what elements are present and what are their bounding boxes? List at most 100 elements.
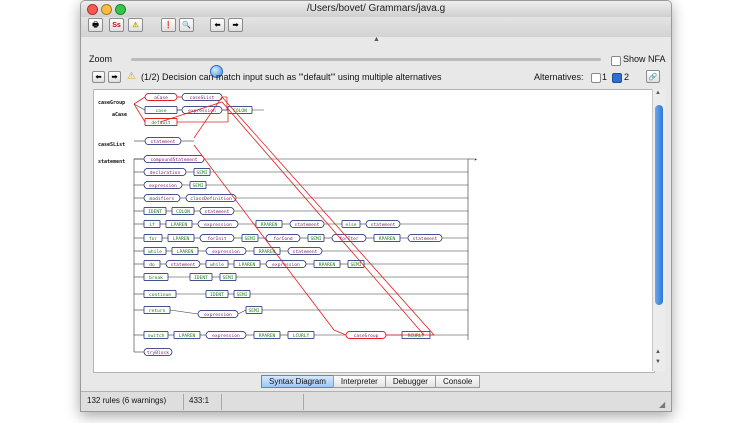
rule-label: caseSList <box>98 142 125 148</box>
find-button[interactable]: 🔍 <box>179 18 194 32</box>
rule-reference: expression <box>272 262 300 268</box>
warning-icon: ⚠ <box>132 22 139 29</box>
show-nfa-label: Show NFA <box>623 54 666 64</box>
vertical-scrollbar[interactable]: ▲ ▲ ▼ <box>652 89 665 371</box>
minimize-button[interactable] <box>101 4 112 15</box>
cursor-position: 433:1 <box>189 396 210 405</box>
show-nfa-checkbox[interactable] <box>611 56 621 66</box>
zoom-label: Zoom <box>89 54 113 64</box>
back-arrow-icon: ⬅ <box>95 74 102 81</box>
next-decision-button[interactable]: ➡ <box>108 71 121 83</box>
zoom-slider[interactable] <box>131 58 601 78</box>
token-node: do <box>149 262 155 268</box>
syntax-diagram-canvas[interactable]: caseGroup aCase caseSList statement ▸ aCase ca… <box>93 89 655 373</box>
rule-reference: expression <box>149 183 177 189</box>
info-icon: ❗ <box>164 22 173 29</box>
rule-reference: statement <box>295 222 320 228</box>
forward-icon: ➡ <box>232 22 239 29</box>
prev-decision-button[interactable]: ⬅ <box>92 71 105 83</box>
error-path <box>133 96 146 105</box>
rule-reference: forIter <box>339 236 359 242</box>
token-node: switch <box>148 333 165 339</box>
token-node: IDENT <box>194 275 208 281</box>
token-node: SEMI <box>236 292 247 298</box>
tab-interpreter[interactable]: Interpreter <box>332 375 386 388</box>
token-node: while <box>148 249 162 255</box>
connector-line <box>133 103 146 111</box>
rule-reference: modifiers <box>150 196 175 202</box>
token-node: SEMI <box>192 183 203 189</box>
tab-syntax-diagram[interactable]: Syntax Diagram <box>261 375 334 388</box>
token-node: return <box>149 308 166 314</box>
print-button[interactable]: 🖶 <box>88 18 103 32</box>
back-button[interactable]: ⬅ <box>210 18 225 32</box>
rule-reference: forInit <box>207 236 227 242</box>
scroll-up-icon[interactable]: ▲ <box>655 349 661 355</box>
rule-reference: statement <box>371 222 396 228</box>
scrollbar-thumb[interactable] <box>655 105 663 305</box>
token-node: if <box>149 222 155 228</box>
rule-reference: forCond <box>273 236 293 242</box>
token-node: SEMI <box>350 262 361 268</box>
link-icon: 🔗 <box>648 74 658 81</box>
rule-label: caseGroup <box>98 100 125 106</box>
error-path <box>159 101 425 336</box>
token-node: RPAREN <box>319 262 336 268</box>
token-node: COLON <box>233 108 247 114</box>
token-node: COLON <box>176 209 190 215</box>
token-node: IDENT <box>210 292 224 298</box>
close-button[interactable] <box>87 4 98 15</box>
rule-count: 132 rules (6 warnings) <box>87 396 167 405</box>
resize-grip-icon[interactable]: ◢ <box>659 400 666 409</box>
rule-reference: expression <box>212 333 240 339</box>
syntax-diagram: caseGroup aCase caseSList statement ▸ aCase ca… <box>98 93 478 356</box>
decision-message: (1/2) Decision can match input such as "… <box>141 72 442 82</box>
editor-panel: Zoom Show NFA ⬅ ➡ ⚠ (1/2) Decision can m… <box>86 46 666 373</box>
zoom-slider-knob[interactable] <box>210 65 223 78</box>
token-node: LPAREN <box>173 236 190 242</box>
info-button[interactable]: ❗ <box>161 18 176 32</box>
find-icon: 🔍 <box>182 22 191 29</box>
token-node: RPAREN <box>259 249 276 255</box>
app-window: /Users/bovet/ Grammars/java.g 🖶 Ss ⚠ ❗ 🔍… <box>80 0 672 412</box>
connector-line <box>237 309 247 315</box>
alternative-2-checkbox[interactable] <box>612 73 622 83</box>
rule-reference: compoundStatement <box>150 157 197 163</box>
forward-button[interactable]: ➡ <box>228 18 243 32</box>
alternative-1-checkbox[interactable] <box>591 73 601 83</box>
scroll-down-icon[interactable]: ▼ <box>655 359 661 365</box>
syntax-check-button[interactable]: Ss <box>109 18 124 32</box>
alternatives-label: Alternatives: <box>534 72 584 82</box>
warning-button[interactable]: ⚠ <box>128 18 143 32</box>
status-divider <box>221 394 222 410</box>
rule-reference: tryBlock <box>147 350 169 356</box>
print-icon: 🖶 <box>92 22 99 29</box>
error-path <box>133 103 146 123</box>
scroll-up-icon[interactable]: ▲ <box>655 90 661 96</box>
rule-label: aCase <box>112 112 127 118</box>
tab-debugger[interactable]: Debugger <box>384 375 436 388</box>
zoom-button[interactable] <box>115 4 126 15</box>
rule-reference: expression <box>212 249 240 255</box>
rule-reference: aCase <box>154 95 168 101</box>
rule-reference: statement <box>205 209 230 215</box>
collapse-toggle[interactable]: ▲ <box>373 36 380 43</box>
rule-reference: expression <box>204 222 232 228</box>
rule-label: statement <box>98 159 125 165</box>
rule-reference: expression <box>204 312 232 318</box>
token-node: RPAREN <box>379 236 396 242</box>
rule-reference: statement <box>151 139 176 145</box>
rule-reference: classDefinition <box>190 196 232 202</box>
rule-reference: caseGroup <box>354 333 379 339</box>
token-node: SEMI <box>222 275 233 281</box>
end-arrow-icon: ▸ <box>474 156 478 163</box>
token-node: SEMI <box>310 236 321 242</box>
warning-icon: ⚠ <box>127 71 136 82</box>
status-bar: 132 rules (6 warnings) 433:1 ◢ <box>81 391 671 411</box>
status-divider <box>183 394 184 410</box>
tab-console[interactable]: Console <box>434 375 481 388</box>
token-node: IDENT <box>148 209 162 215</box>
link-button[interactable]: 🔗 <box>646 70 660 83</box>
rule-reference: expression <box>188 108 216 114</box>
